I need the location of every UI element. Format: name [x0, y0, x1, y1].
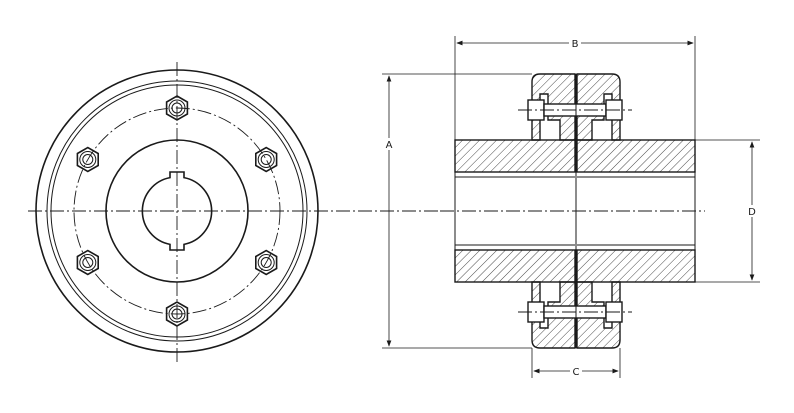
bolt-washer: [168, 305, 186, 323]
left-hub-bottom-section: [454, 249, 576, 283]
side-view: [440, 73, 705, 349]
bolt-head: [165, 95, 189, 121]
bolt-hex: [255, 249, 278, 276]
bottom-bolt: [518, 301, 632, 323]
bolt-heads: [76, 95, 278, 327]
front-view: [28, 62, 440, 362]
dim-c-label: C: [573, 367, 580, 378]
bolt-head: [76, 146, 99, 173]
bolt-hex: [255, 146, 278, 173]
bolt-head: [165, 301, 189, 327]
bolt-washer: [257, 151, 275, 168]
right-hub-bottom-section: [576, 249, 696, 283]
bolt-head: [76, 249, 99, 276]
bolt-washer: [168, 99, 186, 117]
left-hub-top-section: [454, 139, 576, 173]
bolt-hex: [76, 249, 99, 276]
dim-d-label: D: [748, 207, 756, 218]
bolt-end: [82, 257, 94, 268]
bolt-end: [260, 154, 272, 165]
bolt-end: [260, 257, 272, 268]
bore-with-keyways: [141, 171, 213, 251]
right-hub-top-section: [576, 139, 696, 173]
bolt-head: [255, 249, 278, 276]
dimensions: A B C D: [382, 36, 760, 378]
bolt-washer: [79, 151, 97, 168]
bolt-hex: [76, 146, 99, 173]
bolt-washer: [79, 254, 97, 271]
bolt-end: [171, 308, 183, 320]
bolt-end: [171, 102, 183, 114]
dim-b-label: B: [572, 39, 579, 50]
bolt-head: [255, 146, 278, 173]
bolt-hex: [165, 95, 189, 121]
bolt-washer: [257, 254, 275, 271]
bolt-end: [82, 154, 94, 165]
bolt-hex: [165, 301, 189, 327]
top-bolt: [518, 99, 632, 121]
dim-a-label: A: [386, 140, 393, 151]
